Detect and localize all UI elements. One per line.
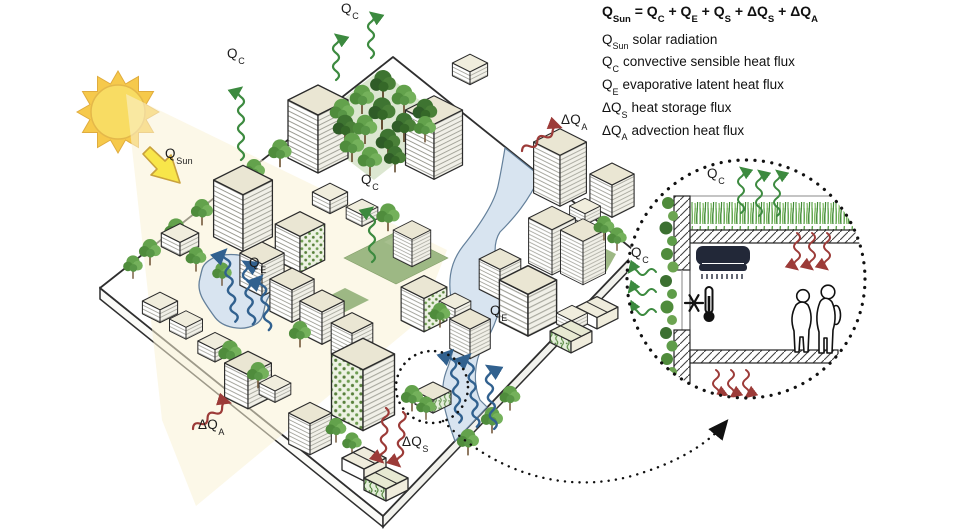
floor-slab <box>689 349 839 364</box>
label-qe-pond: QE <box>249 255 267 275</box>
ac-unit-icon <box>696 246 750 279</box>
storage-arrows-floor <box>712 369 759 398</box>
dqa-arrow-right <box>520 116 563 153</box>
qc-arrow-park <box>358 206 377 264</box>
inset-cross-section <box>625 158 867 400</box>
thermometer-icon <box>703 286 715 322</box>
label-qc-inset-wall: QC <box>631 245 649 265</box>
qe-arrows-pond <box>210 248 273 332</box>
label-dqs: ΔQS <box>402 434 429 454</box>
snowflake-icon <box>683 294 705 312</box>
callout-source-circle <box>394 349 470 425</box>
qe-arrows-river <box>436 348 504 431</box>
upper-wall <box>673 195 691 271</box>
qc-arrow-building <box>227 86 246 162</box>
label-dqa-left: ΔQA <box>198 417 225 437</box>
label-qc-inset-roof: QC <box>707 166 725 186</box>
label-qsun: QSun <box>165 146 193 166</box>
label-qc-top: QC <box>341 1 359 21</box>
label-qc-mid: QC <box>361 172 379 192</box>
label-dqa-right: ΔQA <box>561 112 588 132</box>
qc-arrows-green-wall <box>627 259 657 316</box>
qc-arrows-green-roof <box>737 166 790 217</box>
qc-arrow-treepark <box>331 11 385 82</box>
label-qc-left: QC <box>227 46 245 66</box>
dqa-arrow-left <box>191 392 232 431</box>
inset-dotted-ring <box>625 158 867 400</box>
storage-arrows-ceiling <box>784 232 831 271</box>
qsun-arrow <box>142 146 181 184</box>
label-qe-river: QE <box>490 303 508 323</box>
callout-connector <box>441 419 729 484</box>
heat-balance-equation: QSun = QC + QE + QS + ΔQS + ΔQA <box>602 3 819 25</box>
dqs-arrows <box>368 406 407 468</box>
people-silhouettes <box>791 284 842 354</box>
roof-slab <box>687 229 861 244</box>
